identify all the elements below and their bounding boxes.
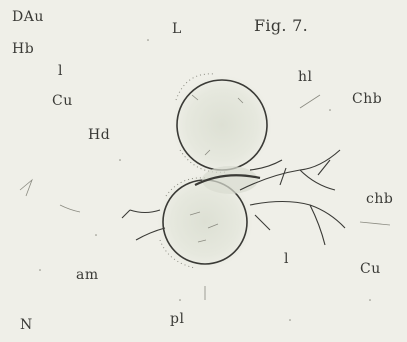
- label-n: N: [20, 318, 33, 332]
- label-hb: Hb: [12, 42, 34, 56]
- upper-cell: [172, 74, 272, 175]
- label-l-top: L: [172, 22, 182, 36]
- label-hl: hl: [298, 70, 313, 84]
- label-pl: pl: [170, 312, 184, 326]
- label-dau: DAu: [12, 10, 44, 24]
- label-l-right: l: [284, 252, 289, 266]
- label-chb-lower: chb: [366, 192, 393, 206]
- figure-caption: Fig. 7.: [254, 18, 308, 34]
- label-cu-right: Cu: [360, 262, 381, 276]
- label-chb-upper: Chb: [352, 92, 382, 106]
- label-hd: Hd: [88, 128, 110, 142]
- label-l-left: l: [58, 64, 63, 78]
- label-am: am: [76, 268, 99, 282]
- label-cu-left: Cu: [52, 94, 73, 108]
